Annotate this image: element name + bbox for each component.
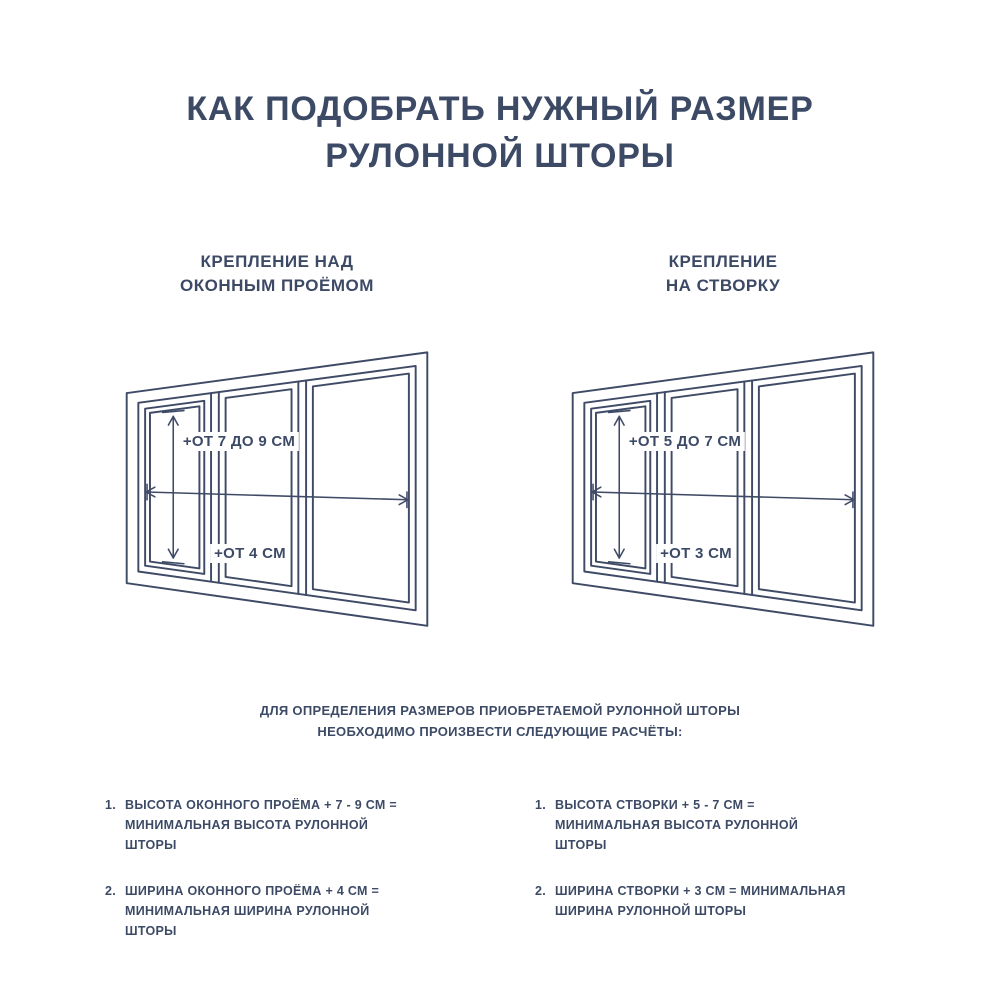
calc-list-on-sash: 1. ВЫСОТА СТВОРКИ + 5 - 7 СМ = МИНИМАЛЬН…: [535, 795, 895, 967]
column-on-sash: КРЕПЛЕНИЕ НА СТВОРКУ: [523, 250, 923, 638]
list-item-number: 1.: [535, 798, 547, 812]
page-title-line2: РУЛОННОЙ ШТОРЫ: [325, 136, 675, 175]
height-measure-label: +ОТ 5 ДО 7 СМ: [624, 431, 746, 451]
column-heading-on-sash: КРЕПЛЕНИЕ НА СТВОРКУ: [666, 250, 780, 298]
heading-line: КРЕПЛЕНИЕ НАД: [200, 252, 354, 271]
calc-list-above-opening: 1. ВЫСОТА ОКОННОГО ПРОЁМА + 7 - 9 СМ = М…: [105, 795, 465, 967]
list-item-text: ШИРИНА СТВОРКИ + 3 СМ = МИНИМАЛЬНАЯ ШИРИ…: [555, 884, 846, 918]
page-title: КАК ПОДОБРАТЬ НУЖНЫЙ РАЗМЕР РУЛОННОЙ ШТО…: [0, 86, 1000, 180]
width-measure-label: +ОТ 3 СМ: [656, 543, 736, 563]
list-item-number: 1.: [105, 798, 117, 812]
calculation-intro-line1: ДЛЯ ОПРЕДЕЛЕНИЯ РАЗМЕРОВ ПРИОБРЕТАЕМОЙ Р…: [259, 703, 741, 718]
column-heading-above-opening: КРЕПЛЕНИЕ НАД ОКОННЫМ ПРОЁМОМ: [180, 250, 374, 298]
calculation-lists: 1. ВЫСОТА ОКОННОГО ПРОЁМА + 7 - 9 СМ = М…: [0, 795, 1000, 967]
list-item-number: 2.: [105, 884, 117, 898]
list-item: 2. ШИРИНА ОКОННОГО ПРОЁМА + 4 СМ = МИНИМ…: [105, 881, 465, 941]
list-item-text: ВЫСОТА ОКОННОГО ПРОЁМА + 7 - 9 СМ = МИНИ…: [125, 798, 398, 852]
window-drawing-icon: [125, 350, 429, 627]
heading-line: НА СТВОРКУ: [665, 275, 781, 295]
height-measure-label: +ОТ 7 ДО 9 СМ: [178, 431, 300, 451]
window-diagram-above-opening: +ОТ 7 ДО 9 СМ +ОТ 4 СМ: [117, 346, 437, 638]
window-drawing-icon: [571, 350, 875, 627]
list-item: 2. ШИРИНА СТВОРКИ + 3 СМ = МИНИМАЛЬНАЯ Ш…: [535, 881, 895, 921]
list-item: 1. ВЫСОТА СТВОРКИ + 5 - 7 СМ = МИНИМАЛЬН…: [535, 795, 895, 855]
heading-line: КРЕПЛЕНИЕ: [668, 252, 778, 271]
window-diagram-on-sash: +ОТ 5 ДО 7 СМ +ОТ 3 СМ: [563, 346, 883, 638]
column-above-opening: КРЕПЛЕНИЕ НАД ОКОННЫМ ПРОЁМОМ: [77, 250, 477, 638]
list-item: 1. ВЫСОТА ОКОННОГО ПРОЁМА + 7 - 9 СМ = М…: [105, 795, 465, 855]
page-title-line1: КАК ПОДОБРАТЬ НУЖНЫЙ РАЗМЕР: [186, 90, 814, 128]
heading-line: ОКОННЫМ ПРОЁМОМ: [180, 275, 374, 295]
list-item-text: ШИРИНА ОКОННОГО ПРОЁМА + 4 СМ = МИНИМАЛЬ…: [125, 884, 380, 938]
diagram-columns: КРЕПЛЕНИЕ НАД ОКОННЫМ ПРОЁМОМ: [0, 250, 1000, 638]
width-measure-label: +ОТ 4 СМ: [210, 543, 290, 563]
calculation-intro-line2: НЕОБХОДИМО ПРОИЗВЕСТИ СЛЕДУЮЩИЕ РАСЧЁТЫ:: [317, 724, 683, 740]
list-item-number: 2.: [535, 884, 547, 898]
calculation-intro: ДЛЯ ОПРЕДЕЛЕНИЯ РАЗМЕРОВ ПРИОБРЕТАЕМОЙ Р…: [0, 700, 1000, 743]
list-item-text: ВЫСОТА СТВОРКИ + 5 - 7 СМ = МИНИМАЛЬНАЯ …: [555, 798, 799, 852]
